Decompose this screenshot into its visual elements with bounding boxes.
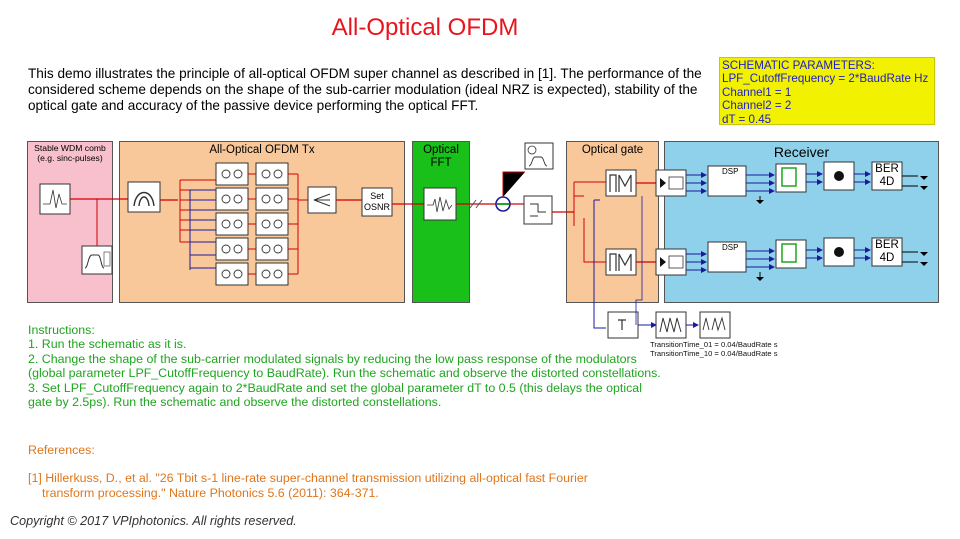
splitter-icon[interactable] [127,181,161,213]
schematic-parameters-box[interactable]: SCHEMATIC PARAMETERS: LPF_CutoffFrequenc… [719,57,935,126]
parameter-line: Channel1 = 1 [722,85,792,99]
am-gate-1[interactable] [605,169,637,197]
dsp-label-2: DSP [722,243,739,252]
optical-gate-panel[interactable]: Optical gate [566,141,659,303]
reference-line-1: [1] Hillerkuss, D., et al. "26 Tbit s-1 … [28,471,588,486]
channel-selector-icon[interactable] [495,196,511,212]
demultiplexer-block[interactable] [523,195,553,225]
am-gate-2[interactable] [605,248,637,276]
modulator-bank[interactable] [215,162,289,286]
ber-label-1: BER 4D [872,163,902,189]
optical-fft-panel[interactable]: Optical FFT [412,141,470,303]
wdm-comb-label: Stable WDM comb [34,143,106,153]
instruction-item: 1. Run the schematic as it is. [28,337,187,352]
parameter-line: LPF_CutoffFrequency = 2*BaudRate Hz [722,72,929,86]
ber-label-2: BER 4D [872,239,902,265]
receiver-row-2[interactable] [655,237,903,276]
analyzer-icon[interactable] [524,142,554,170]
parameter-line: Channel2 = 2 [722,99,792,113]
wdm-comb-panel[interactable]: Stable WDM comb (e.g. sinc-pulses) [27,141,113,303]
references: References: [1] Hillerkuss, D., et al. "… [28,443,668,500]
set-osnr-block[interactable] [361,187,393,217]
optical-fft-block[interactable] [423,187,457,221]
ber-line1: BER [875,239,899,251]
copyright-text: Copyright © 2017 VPIphotonics. All right… [10,514,297,528]
ofdm-tx-label: All-Optical OFDM Tx [209,144,315,156]
transition-time-01: TransitionTime_01 = 0.04/BaudRate s [650,340,778,349]
spectrum-analyzer-icon[interactable] [81,245,113,275]
optical-gate-label: Optical gate [581,144,644,156]
set-osnr-line1: Set [370,191,384,201]
ber-line2: 4D [879,252,895,264]
dsp-label-1: DSP [722,167,739,176]
set-osnr-label: Set OSNR [362,191,392,213]
parameters-heading: SCHEMATIC PARAMETERS: [722,59,875,72]
instructions: Instructions: 1. Run the schematic as it… [28,323,668,409]
coupler-icon[interactable] [307,186,337,214]
receiver-label: Receiver [773,144,830,160]
comb-source-block[interactable] [39,183,71,215]
pulse-shaper-block[interactable] [699,311,731,339]
transition-time-10: TransitionTime_10 = 0.04/BaudRate s [650,349,778,358]
parameter-line: dT = 0.45 [722,112,772,126]
receiver-row-1[interactable] [655,161,903,197]
page-title: All-Optical OFDM [331,14,519,41]
references-heading: References: [28,443,95,457]
fft-sublabel: FFT [430,157,452,169]
instruction-item: 2. Change the shape of the sub-carrier m… [28,351,661,381]
fft-label: Optical [423,144,459,156]
instruction-item: 3. Set LPF_CutoffFrequency again to 2*Ba… [28,380,642,410]
set-osnr-line2: OSNR [363,202,390,212]
description-text: This demo illustrates the principle of a… [28,66,702,113]
instructions-heading: Instructions: [28,323,95,337]
ber-line2: 4D [879,176,895,188]
wdm-comb-sublabel: (e.g. sinc-pulses) [37,153,103,163]
ber-line1: BER [875,163,899,175]
reference-line-2: transform processing." Nature Photonics … [42,485,379,500]
